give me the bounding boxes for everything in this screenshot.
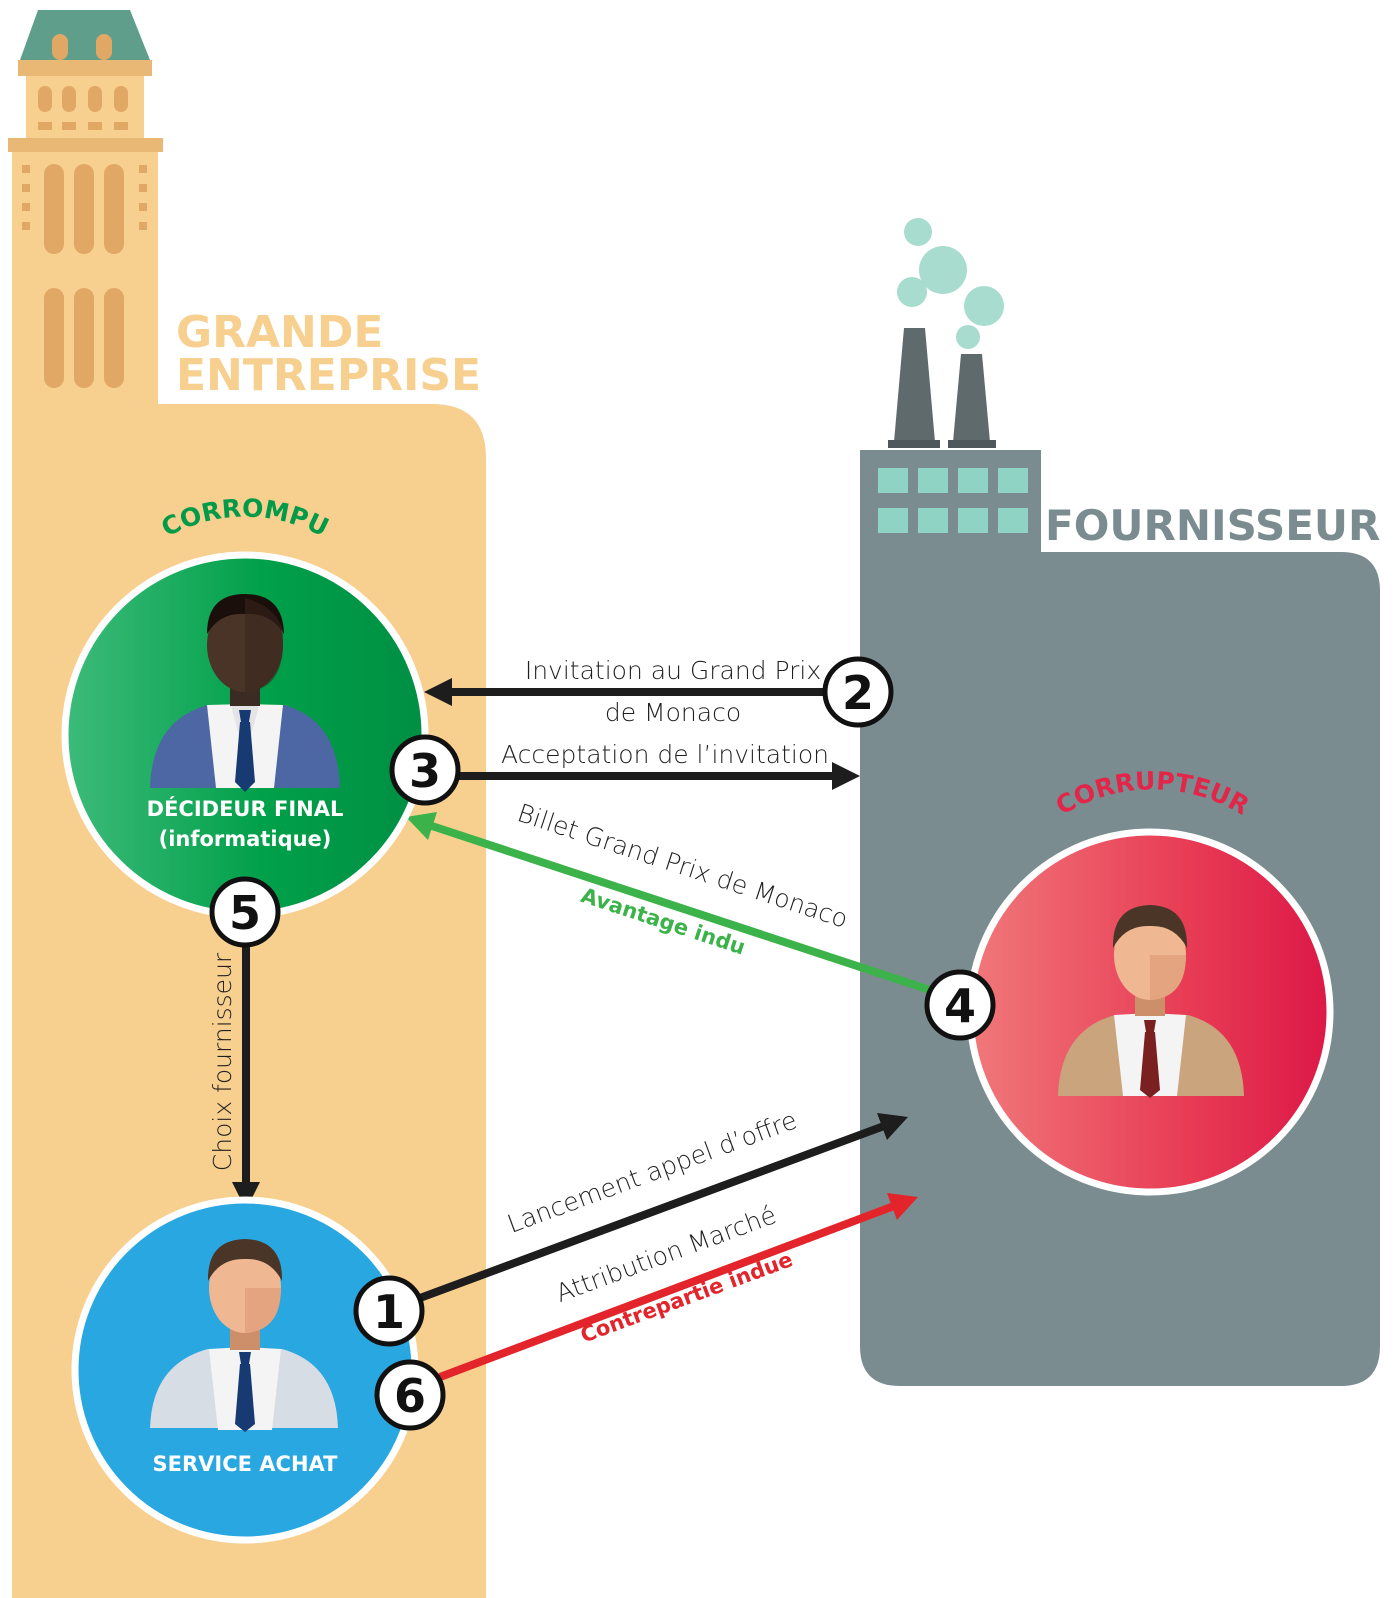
step-badge-4: 4 [924,969,996,1041]
service-achat-label: SERVICE ACHAT [153,1452,339,1476]
arrow-attribution [438,1193,918,1381]
step-badge-3: 3 [389,734,461,806]
step-badge-5: 5 [209,876,281,948]
arrow-billet [406,812,932,994]
tower-roof [20,10,150,60]
arrow-acceptation [440,762,860,790]
svg-text:1: 1 [373,1285,405,1339]
label-choix: Choix fournisseur [208,952,237,1171]
svg-text:3: 3 [409,744,441,798]
step-badge-2: 2 [822,656,894,728]
smoke-icon [897,218,1004,349]
fournisseur-factory: FOURNISSEUR [860,218,1380,1386]
svg-text:6: 6 [394,1369,426,1423]
svg-text:5: 5 [229,886,261,940]
label-invitation-2: de Monaco [605,698,741,727]
corrupteur-node: CORRUPTEUR [966,766,1334,1196]
step-badge-1: 1 [353,1275,425,1347]
svg-text:4: 4 [944,979,976,1033]
svg-text:2: 2 [842,666,874,720]
arrow-choix [232,938,260,1210]
label-acceptation: Acceptation de l’invitation [501,740,829,769]
grande-entreprise-title-1: GRANDE [176,307,383,358]
decideur-final-node: CORROMPU DÉCIDEUR FINAL (informatique) [61,493,429,919]
service-achat-node: SERVICE ACHAT [71,1196,419,1544]
fournisseur-title: FOURNISSEUR [1045,501,1380,550]
decideur-label-1: DÉCIDEUR FINAL [147,796,344,821]
arrow-invitation [424,678,826,706]
service-achat-avatar-icon [150,1239,338,1432]
decideur-avatar-icon [150,594,340,792]
label-invitation-1: Invitation au Grand Prix [525,656,821,685]
decideur-label-2: (informatique) [159,827,332,851]
corrupteur-avatar-icon [1058,905,1244,1098]
step-badge-6: 6 [374,1359,446,1431]
grande-entreprise-title-2: ENTREPRISE [176,350,481,401]
arrow-lancement [418,1113,908,1302]
